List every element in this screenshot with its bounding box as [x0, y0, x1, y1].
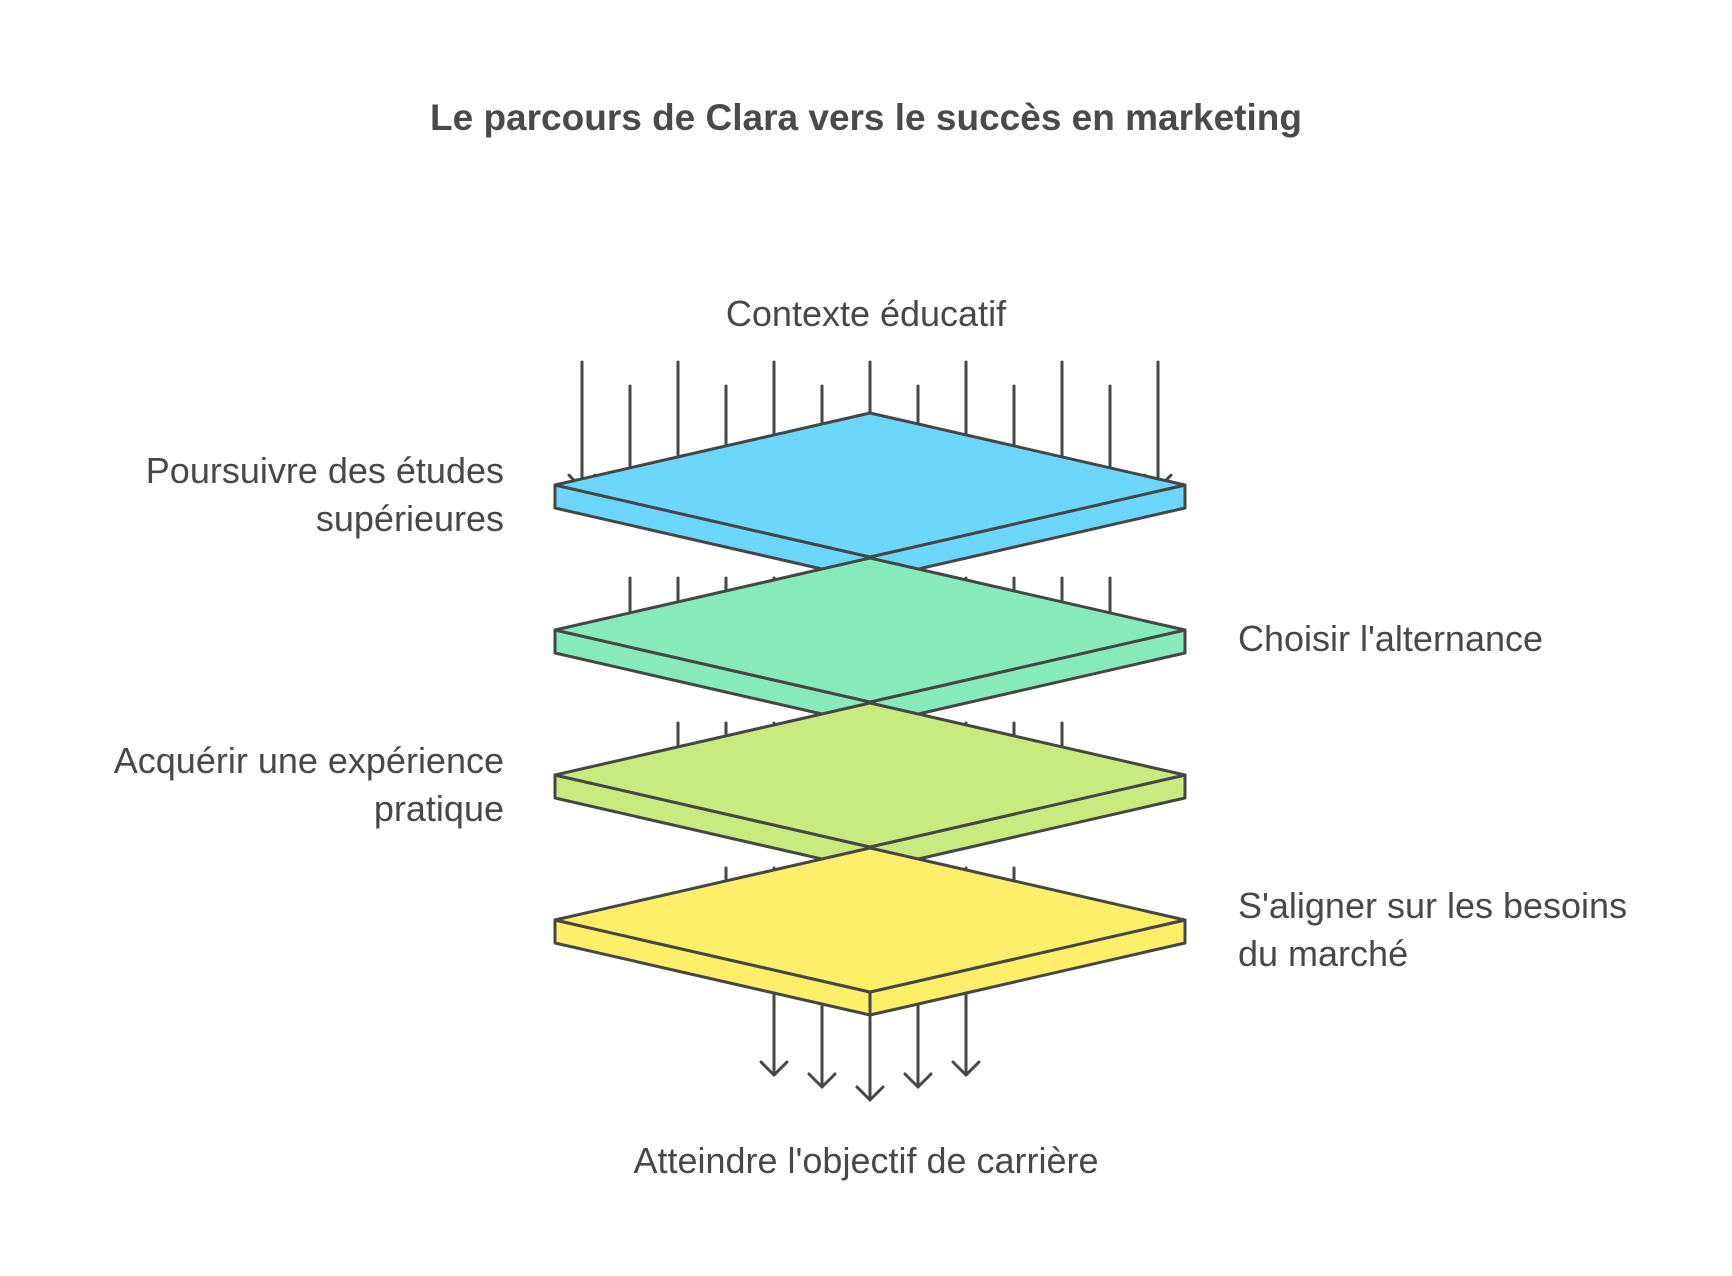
output-arrow-1 — [807, 1002, 837, 1089]
output-arrow-3 — [903, 1002, 933, 1089]
layer-plate-4 — [553, 846, 1187, 1017]
layer-plate-2 — [553, 556, 1187, 727]
label-layer-4-line-2: du marché — [1238, 933, 1409, 974]
label-layer-3-line-1: Acquérir une expérience — [113, 740, 504, 781]
label-layer-1-line-1: Poursuivre des études — [145, 450, 504, 491]
output-arrow-4-icon — [951, 1060, 981, 1077]
label-layer-1: Poursuivre des études supérieures — [146, 447, 504, 543]
output-arrow-0-icon — [759, 1060, 789, 1077]
input-arrows-layer-1-arrow-0 — [567, 360, 597, 490]
label-layer-3: Acquérir une expérience pratique — [114, 737, 504, 833]
label-layer-4-line-1: S'aligner sur les besoins — [1238, 885, 1628, 926]
label-bottom-output: Atteindre l'objectif de carrière — [633, 1140, 1099, 1181]
label-layer-3-line-2: pratique — [373, 788, 504, 829]
layer-plate-3 — [553, 701, 1187, 872]
layer-plate-4-top — [553, 846, 1187, 994]
output-arrow-1-icon — [807, 1072, 837, 1089]
layer-plate-1 — [553, 411, 1187, 582]
output-arrow-4 — [951, 991, 981, 1077]
output-arrow-2-icon — [855, 1085, 885, 1102]
output-arrow-3-icon — [903, 1072, 933, 1089]
label-layer-1-line-2: supérieures — [315, 498, 504, 539]
label-layer-2: Choisir l'alternance — [1238, 615, 1543, 663]
input-arrows-layer-1-arrow-12 — [1143, 360, 1173, 490]
label-layer-4: S'aligner sur les besoins du marché — [1238, 882, 1627, 978]
diagram-title: Le parcours de Clara vers le succès en m… — [430, 97, 1302, 138]
output-arrows — [759, 991, 981, 1102]
layer-plate-1-top — [553, 411, 1187, 559]
layer-plate-3-top — [553, 701, 1187, 849]
output-arrow-2 — [855, 1013, 885, 1102]
label-top-input: Contexte éducatif — [725, 293, 1007, 334]
output-arrow-0 — [759, 991, 789, 1077]
layer-plate-2-top — [553, 556, 1187, 704]
label-layer-2-line-1: Choisir l'alternance — [1238, 618, 1544, 659]
